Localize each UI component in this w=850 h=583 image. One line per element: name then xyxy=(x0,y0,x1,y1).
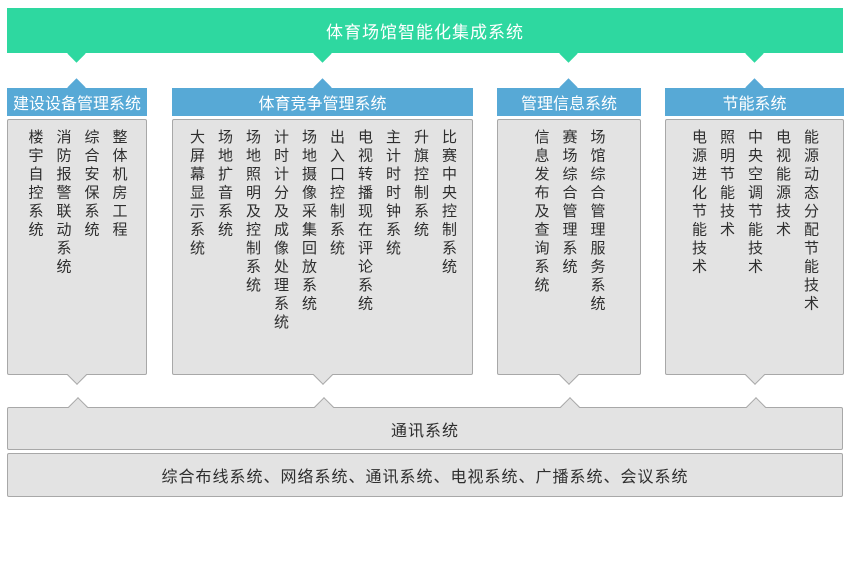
system-item: 综合安保系统 xyxy=(82,129,101,240)
system-column-3: 管理信息系统 场馆综合管理服务系统赛场综合管理系统信息发布及查询系统 xyxy=(497,78,641,385)
system-item: 电源进化节能技术 xyxy=(690,129,708,277)
system-item: 电视能源技术 xyxy=(774,129,792,240)
system-item: 比赛中央控制系统 xyxy=(440,129,458,277)
connector-notch-icon xyxy=(68,397,88,417)
main-system-banner: 体育场馆智能化集成系统 xyxy=(7,8,843,63)
subsystem-list-text: 综合布线系统、网络系统、通讯系统、电视系统、广播系统、会议系统 xyxy=(161,467,689,486)
column-header: 建设设备管理系统 xyxy=(7,78,147,116)
main-system-title: 体育场馆智能化集成系统 xyxy=(326,23,524,43)
column-header: 管理信息系统 xyxy=(497,78,641,116)
subsystem-list-box: 综合布线系统、网络系统、通讯系统、电视系统、广播系统、会议系统 xyxy=(7,453,843,497)
communication-system-title: 通讯系统 xyxy=(390,420,459,440)
system-item: 楼宇自控系统 xyxy=(26,129,45,240)
system-column-2: 体育竞争管理系统 比赛中央控制系统升旗控制系统主计时时钟系统电视转播现在评论系统… xyxy=(172,78,473,385)
system-item: 照明节能技术 xyxy=(718,129,736,240)
system-item: 升旗控制系统 xyxy=(412,129,430,240)
column-title: 节能系统 xyxy=(722,94,787,113)
system-item: 大屏幕显示系统 xyxy=(188,129,206,259)
column-header: 体育竞争管理系统 xyxy=(172,78,473,116)
connector-notch-icon xyxy=(744,44,764,63)
column-body: 比赛中央控制系统升旗控制系统主计时时钟系统电视转播现在评论系统出入口控制系统场地… xyxy=(172,119,473,385)
connector-notch-icon xyxy=(312,44,332,63)
column-body: 能源动态分配节能技术电视能源技术中央空调节能技术照明节能技术电源进化节能技术 xyxy=(665,119,844,385)
system-item: 场地照明及控制系统 xyxy=(244,129,262,296)
system-item: 场馆综合管理服务系统 xyxy=(588,129,607,314)
connector-notch-icon xyxy=(67,44,86,63)
column-body: 整体机房工程综合安保系统消防报警联动系统楼宇自控系统 xyxy=(7,119,147,385)
system-item: 赛场综合管理系统 xyxy=(560,129,579,277)
connector-notch-icon xyxy=(560,397,580,417)
system-item: 整体机房工程 xyxy=(110,129,129,240)
system-item: 中央空调节能技术 xyxy=(746,129,764,277)
system-item: 场地扩音系统 xyxy=(216,129,234,240)
system-item: 电视转播现在评论系统 xyxy=(356,129,374,314)
communication-system-box: 通讯系统 xyxy=(7,397,843,450)
connector-notch-icon xyxy=(313,397,334,417)
column-title: 管理信息系统 xyxy=(520,94,617,113)
system-item: 能源动态分配节能技术 xyxy=(802,129,820,314)
system-item: 主计时时钟系统 xyxy=(384,129,402,259)
system-column-4: 节能系统 能源动态分配节能技术电视能源技术中央空调节能技术照明节能技术电源进化节… xyxy=(665,78,844,385)
system-column-1: 建设设备管理系统 整体机房工程综合安保系统消防报警联动系统楼宇自控系统 xyxy=(7,78,147,385)
column-header: 节能系统 xyxy=(665,78,844,116)
system-item: 信息发布及查询系统 xyxy=(532,129,551,296)
system-item: 场地摄像采集回放系统 xyxy=(300,129,318,314)
system-item: 计时计分及成像处理系统 xyxy=(272,129,290,333)
column-title: 体育竞争管理系统 xyxy=(258,94,387,113)
column-title: 建设设备管理系统 xyxy=(12,94,141,113)
system-item: 出入口控制系统 xyxy=(328,129,346,259)
connector-notch-icon xyxy=(745,397,766,417)
connector-notch-icon xyxy=(559,44,578,63)
column-body: 场馆综合管理服务系统赛场综合管理系统信息发布及查询系统 xyxy=(497,119,641,385)
system-item: 消防报警联动系统 xyxy=(54,129,73,277)
